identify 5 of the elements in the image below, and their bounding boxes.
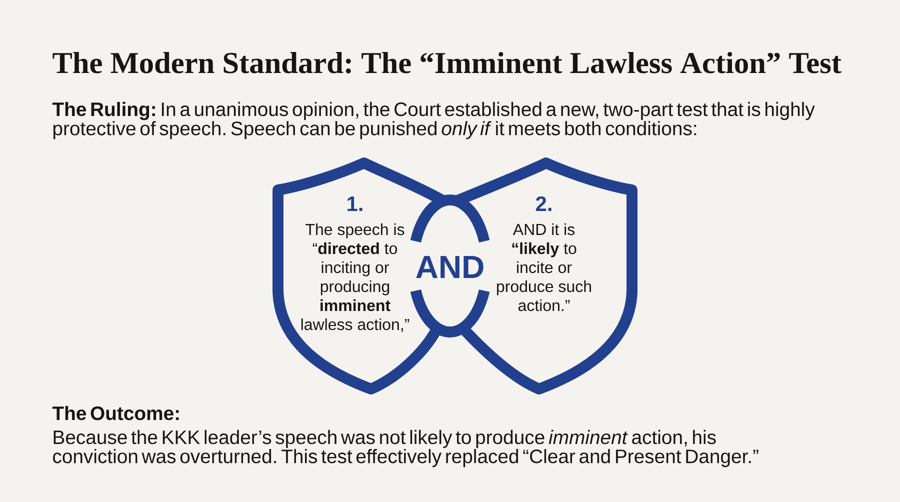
title: The Modern Standard: The “Imminent Lawless Action” Test xyxy=(52,52,842,74)
paragraph: The Ruling: In a unanimous opinion, the Court established a new, two-part test that is highly protective of speech. Speech can be punished only if it meets both conditions: xyxy=(52,102,815,140)
paragraph: Because the KKK leader’s speech was not likely to produce imminent action, his conviction was overturned. This test effectively replaced “Clear and Present Danger.” xyxy=(53,430,758,468)
heading: The Outcome: xyxy=(52,406,179,420)
ring: AND xyxy=(410,194,490,338)
